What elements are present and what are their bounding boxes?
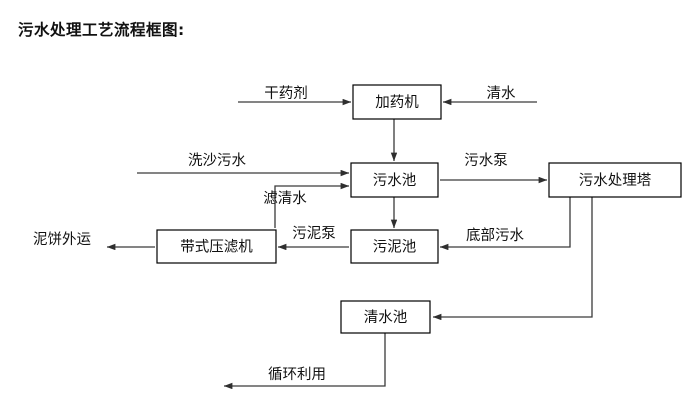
edge-label-mud-cake-out: 泥饼外运 (33, 231, 91, 248)
edge-label-filtrate: 滤清水 (263, 190, 307, 207)
edge-label-recycle: 循环利用 (268, 366, 326, 383)
node-clear-water-pool-box[interactable] (340, 300, 431, 334)
node-sewage-pool-label: 污水池 (373, 172, 417, 189)
node-sewage-pool-box[interactable] (350, 162, 439, 198)
node-clear-water-pool[interactable]: 清水池 (340, 300, 431, 334)
node-treatment-tower-label: 污水处理塔 (579, 172, 652, 189)
edge-label-sludge-pump: 污泥泵 (292, 225, 336, 242)
node-dosing-box[interactable] (352, 84, 442, 120)
edge-tower-to-clearwater (432, 197, 593, 321)
node-treatment-tower[interactable]: 污水处理塔 (548, 162, 682, 198)
node-dosing[interactable]: 加药机 (352, 84, 442, 120)
node-sludge-pool[interactable]: 污泥池 (350, 229, 439, 264)
edge-filtrate-to-sewage (274, 182, 350, 228)
node-belt-filter-press-label: 带式压滤机 (180, 239, 253, 256)
page-title: 污水处理工艺流程框图: (18, 21, 185, 39)
node-sludge-pool-box[interactable] (350, 229, 439, 264)
node-sewage-pool[interactable]: 污水池 (350, 162, 439, 198)
node-treatment-tower-box[interactable] (548, 162, 682, 198)
node-clear-water-pool-label: 清水池 (364, 309, 408, 326)
edge-label-clean-water: 清水 (487, 85, 516, 102)
node-belt-filter-press-box[interactable] (156, 229, 277, 264)
edge-label-sewage-pump: 污水泵 (464, 152, 508, 169)
node-dosing-label: 加药机 (375, 94, 419, 111)
edge-label-sand-wash-sewage: 洗沙污水 (188, 152, 246, 169)
edge-label-bottom-sewage: 底部污水 (466, 227, 524, 244)
node-sludge-pool-label: 污泥池 (373, 239, 417, 256)
edge-tower-to-sludge (439, 197, 571, 251)
edge-clearwater-recycle (223, 333, 386, 390)
edge-label-dry-agent: 干药剂 (264, 85, 308, 102)
node-belt-filter-press[interactable]: 带式压滤机 (156, 229, 277, 264)
